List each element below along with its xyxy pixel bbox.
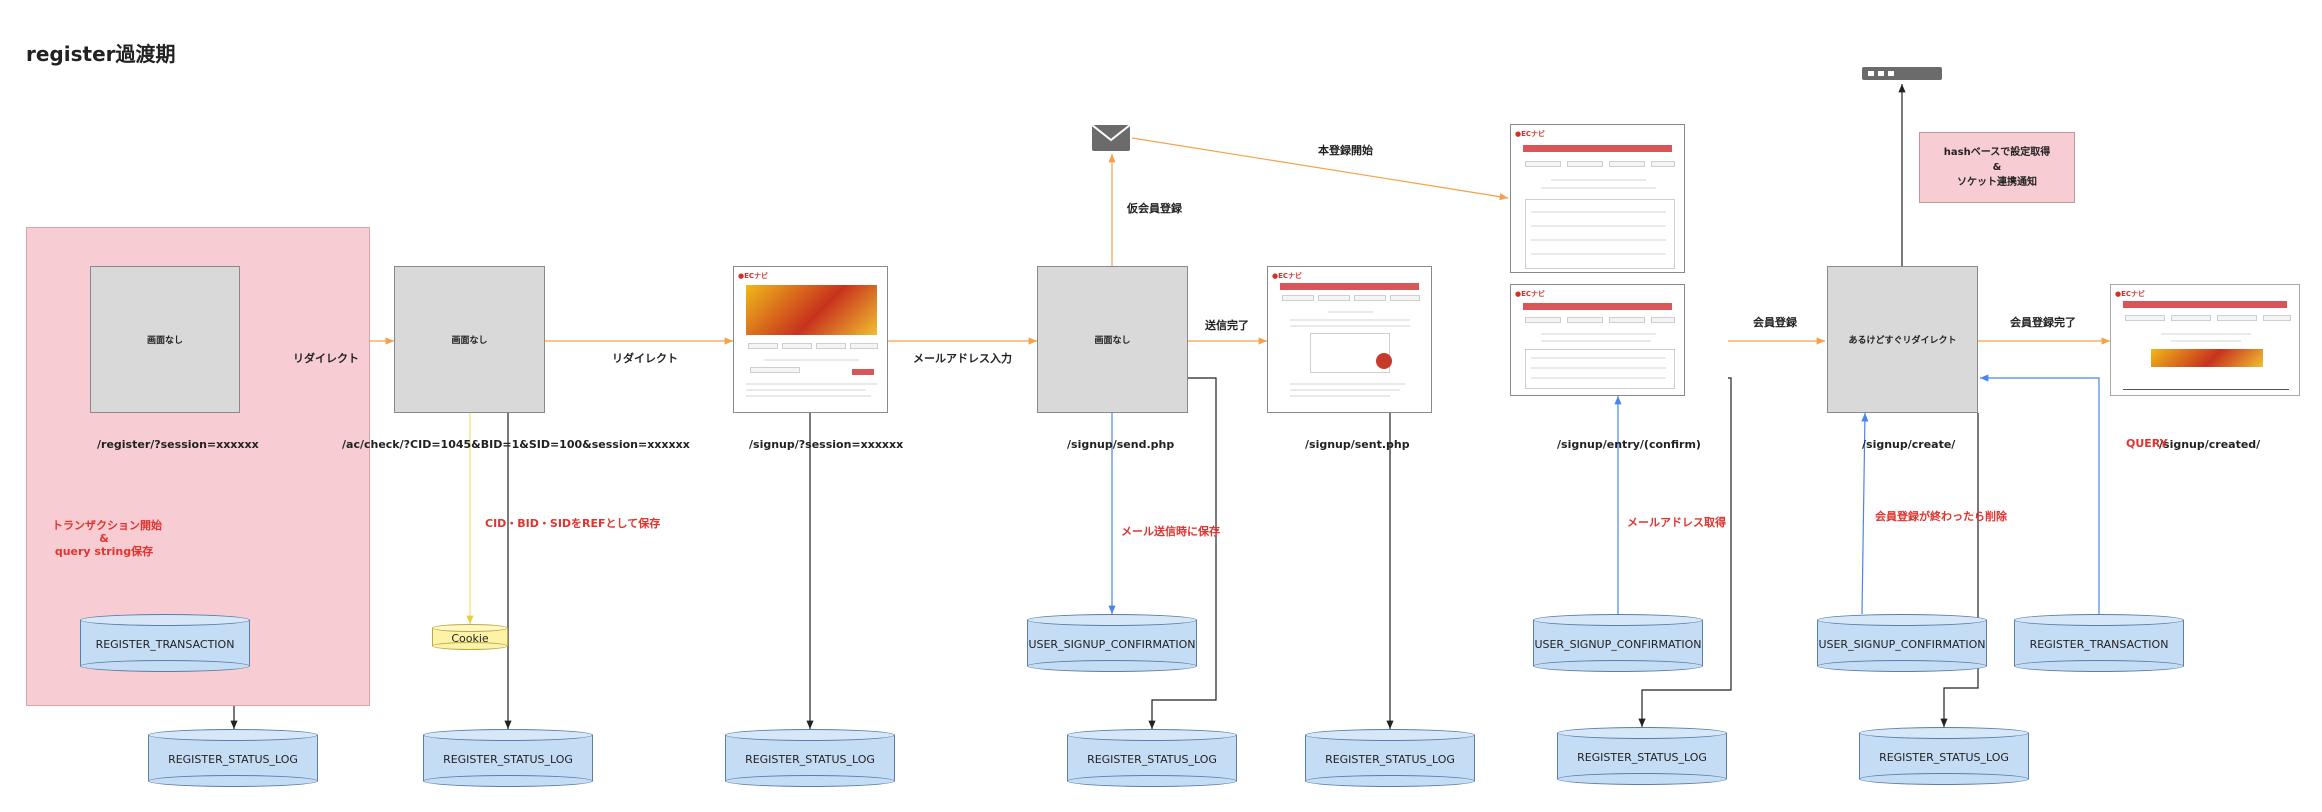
diagram-title: register過渡期 xyxy=(26,42,176,66)
edge-label-temp-register: 仮会員登録 xyxy=(1127,202,1182,215)
path-entry: /signup/entry/(confirm) xyxy=(1557,438,1701,451)
screenshot-main-register: ●ECナビ xyxy=(1510,124,1685,273)
path-register: /register/?session=xxxxxx xyxy=(97,438,259,451)
db-register-status-log-2: REGISTER_STATUS_LOG xyxy=(423,729,593,787)
edge-label-email-input: メールアドレス入力 xyxy=(913,352,1012,365)
db-user-signup-confirmation-3: USER_SIGNUP_CONFIRMATION xyxy=(1817,614,1987,672)
campaign-banner xyxy=(746,285,877,335)
annotation-mail-get: メールアドレス取得 xyxy=(1627,516,1726,529)
db-user-signup-confirmation-1: USER_SIGNUP_CONFIRMATION xyxy=(1027,614,1197,672)
annotation-mail-save: メール送信時に保存 xyxy=(1121,525,1220,538)
edge-label-send-done: 送信完了 xyxy=(1205,319,1249,332)
edge-log-7 xyxy=(1940,413,1979,727)
node-screen-none-send: 画面なし xyxy=(1037,266,1188,413)
db-cookie: Cookie xyxy=(432,624,508,650)
edge-label-member-register-done: 会員登録完了 xyxy=(2010,316,2076,329)
hash-settings-note: hashベースで設定取得 & ソケット連携通知 xyxy=(1919,132,2075,203)
edge-log-6 xyxy=(1638,377,1732,727)
screenshot-sent: ●ECナビ xyxy=(1267,266,1432,413)
edge-delete-after xyxy=(1861,412,1869,615)
db-user-signup-confirmation-2: USER_SIGNUP_CONFIRMATION xyxy=(1533,614,1703,672)
db-register-transaction: REGISTER_TRANSACTION xyxy=(80,614,250,672)
db-register-status-log-4: REGISTER_STATUS_LOG xyxy=(1067,729,1237,787)
screenshot-created: ●ECナビ xyxy=(2110,284,2300,396)
screenshot-signup: ●ECナビ xyxy=(733,266,888,413)
annotation-transaction-start: トランザクション開始 & query string保存 xyxy=(52,519,162,558)
edge-label-member-register: 会員登録 xyxy=(1753,316,1797,329)
edge-log-4 xyxy=(1148,377,1217,729)
edge-label-redirect-1: リダイレクト xyxy=(293,352,359,365)
edge-label-redirect-2: リダイレクト xyxy=(612,352,678,365)
db-register-status-log-3: REGISTER_STATUS_LOG xyxy=(725,729,895,787)
edge-label-main-register-start: 本登録開始 xyxy=(1318,144,1373,157)
db-register-status-log-1: REGISTER_STATUS_LOG xyxy=(148,729,318,787)
db-register-status-log-7: REGISTER_STATUS_LOG xyxy=(1859,727,2029,785)
node-screen-none-ac-check: 画面なし xyxy=(394,266,545,413)
path-ac-check: /ac/check/?CID=1045&BID=1&SID=100&sessio… xyxy=(342,438,690,451)
server-icon xyxy=(1862,67,1942,80)
path-signup: /signup/?session=xxxxxx xyxy=(749,438,904,451)
node-redirect-create: あるけどすぐリダイレクト xyxy=(1827,266,1978,413)
path-create: /signup/create/ xyxy=(1862,438,1956,451)
db-register-status-log-5: REGISTER_STATUS_LOG xyxy=(1305,729,1475,787)
edge-transaction-read xyxy=(1980,374,2100,614)
db-register-status-log-6: REGISTER_STATUS_LOG xyxy=(1557,727,1727,785)
edge-main-register-start xyxy=(1131,137,1509,201)
mail-icon xyxy=(1092,125,1130,151)
db-register-transaction-2: REGISTER_TRANSACTION xyxy=(2014,614,2184,672)
node-screen-none-register: 画面なし xyxy=(90,266,240,413)
path-send: /signup/send.php xyxy=(1067,438,1175,451)
annotation-cid-save: CID・BID・SIDをREFとして保存 xyxy=(485,517,661,530)
path-created: /signup/created/ xyxy=(2159,438,2261,451)
query-overlay-label: QUERY xyxy=(2126,437,2168,450)
path-sent: /signup/sent.php xyxy=(1305,438,1410,451)
screenshot-entry: ●ECナビ xyxy=(1510,284,1685,396)
annotation-delete-after: 会員登録が終わったら削除 xyxy=(1875,510,2007,523)
